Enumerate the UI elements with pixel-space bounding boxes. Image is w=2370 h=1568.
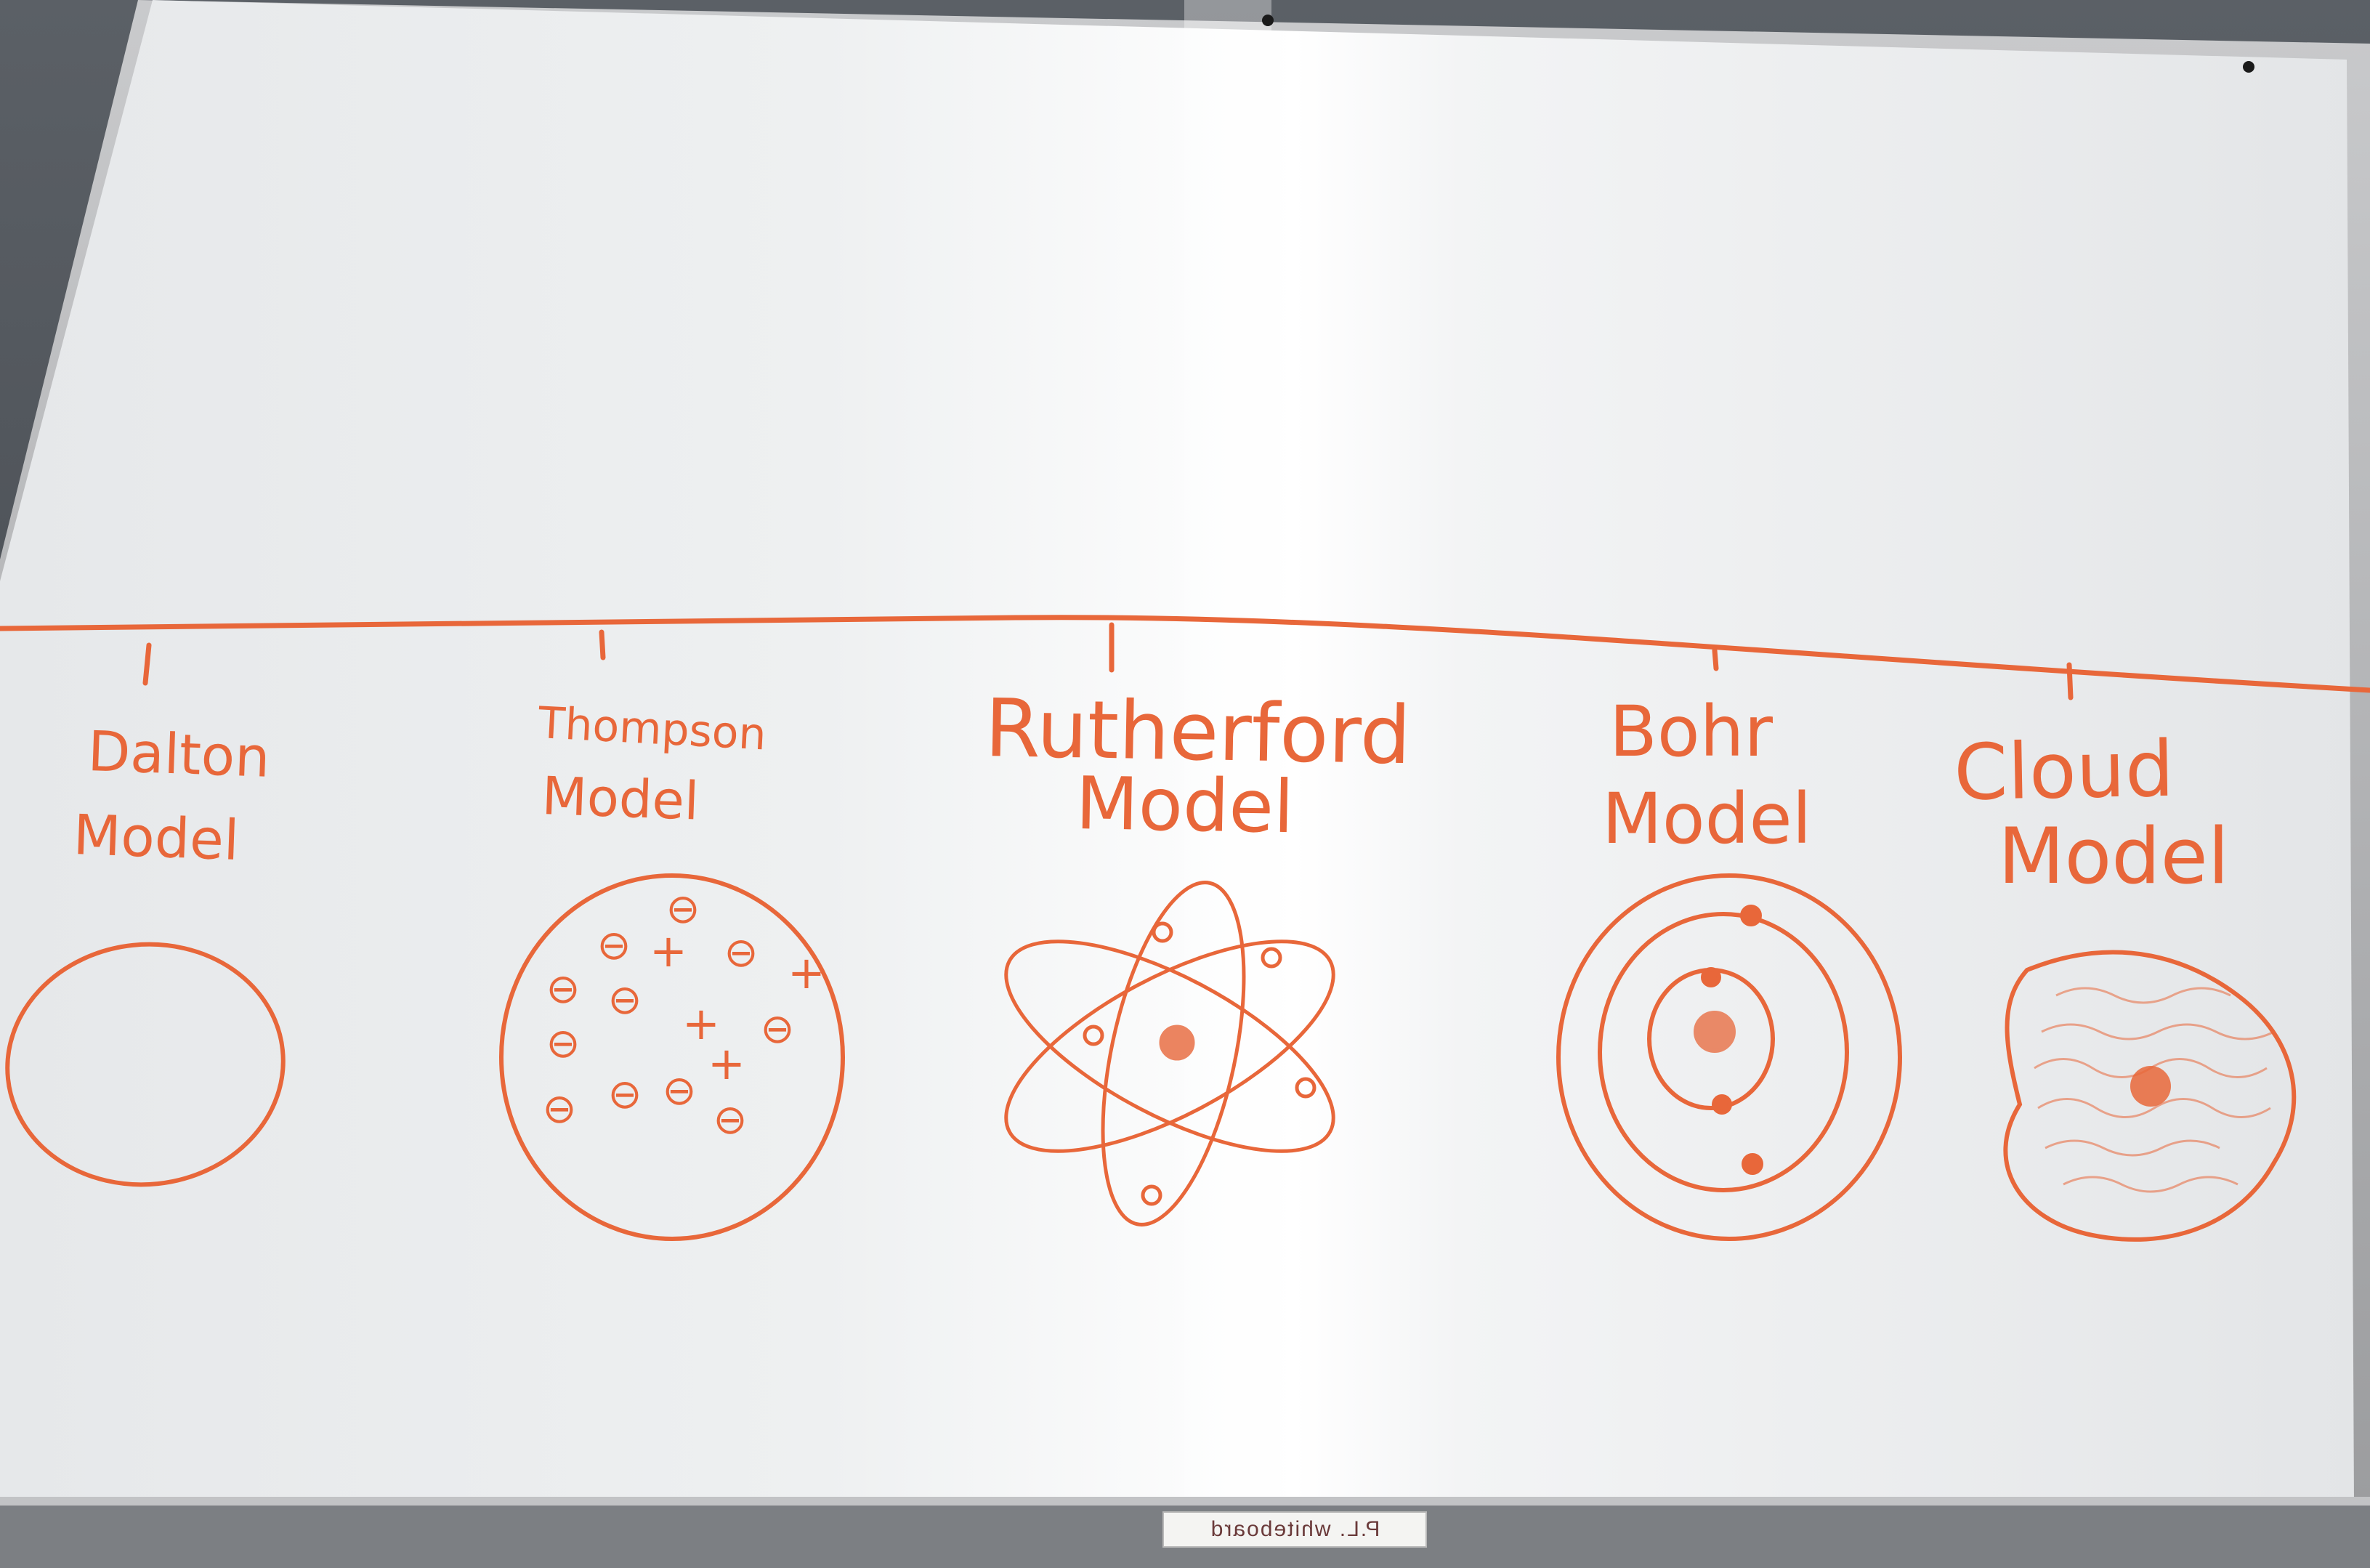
tick-bohr [1712, 647, 1719, 671]
glare [1184, 0, 1271, 1497]
dalton-label-1: Dalton [86, 719, 271, 790]
negative-charge: ⊖ [761, 1006, 795, 1053]
negative-charge: ⊖ [724, 929, 759, 977]
negative-charge: ⊖ [546, 1020, 581, 1067]
negative-charge: ⊖ [597, 922, 631, 969]
electron [1742, 1153, 1763, 1175]
positive-charge: + [708, 1037, 745, 1090]
labels: Dalton Model Thompson Model Rutherford M… [72, 682, 2229, 901]
electron [1152, 921, 1173, 943]
cloud-label-2: Model [1998, 812, 2229, 901]
tick-cloud [2066, 662, 2074, 700]
board-brand-label: P.L. whiteboard [1162, 1511, 1427, 1548]
electron [1083, 1025, 1104, 1046]
electron [1740, 905, 1762, 926]
bohr-nucleus [1694, 1011, 1736, 1053]
thompson-label-2: Model [541, 765, 700, 831]
timeline [0, 615, 2370, 700]
negative-charge: ⊖ [546, 966, 581, 1013]
thompson-atom: ⊖⊖+⊖+⊖⊖+⊖⊖+⊖⊖⊖⊖ [499, 873, 845, 1241]
positive-charge: + [650, 924, 687, 977]
electron [1295, 1077, 1317, 1099]
board-surface [0, 0, 2354, 1504]
rutherford-label-1: Rutherford [984, 682, 1412, 782]
thompson-label-1: Thompson [536, 698, 767, 760]
mount-dot [2243, 61, 2254, 73]
electron [1712, 1094, 1732, 1115]
negative-charge: ⊖ [608, 1071, 642, 1118]
electron [1141, 1184, 1162, 1206]
cloud-label-1: Cloud [1953, 724, 2175, 817]
timeline-line [0, 615, 2370, 693]
thompson-charges: ⊖⊖+⊖+⊖⊖+⊖⊖+⊖⊖⊖⊖ [543, 886, 825, 1144]
cloud-nucleus [2130, 1066, 2171, 1107]
mount-dot [1262, 15, 1274, 26]
dalton-label-2: Model [72, 802, 240, 873]
bohr-label-1: Bohr [1609, 691, 1773, 772]
cloud-atom [2003, 950, 2297, 1242]
tick-dalton [142, 642, 152, 686]
negative-charge: ⊖ [666, 886, 700, 933]
tick-thompson [599, 629, 606, 660]
electron [1701, 967, 1721, 987]
bohr-label-2: Model [1602, 778, 1811, 860]
negative-charge: ⊖ [713, 1096, 748, 1144]
negative-charge: ⊖ [543, 1086, 577, 1133]
electron [1261, 947, 1282, 969]
dalton-atom [5, 942, 286, 1187]
tray-edge [0, 1497, 2370, 1506]
rutherford-nucleus [1159, 1025, 1195, 1061]
negative-charge: ⊖ [608, 977, 642, 1024]
positive-charge: + [788, 946, 825, 999]
bohr-atom [1556, 873, 1902, 1241]
rutherford-label-2: Model [1075, 761, 1295, 849]
positive-charge: + [682, 997, 720, 1050]
rutherford-atom [1004, 881, 1335, 1226]
negative-charge: ⊖ [663, 1067, 697, 1115]
